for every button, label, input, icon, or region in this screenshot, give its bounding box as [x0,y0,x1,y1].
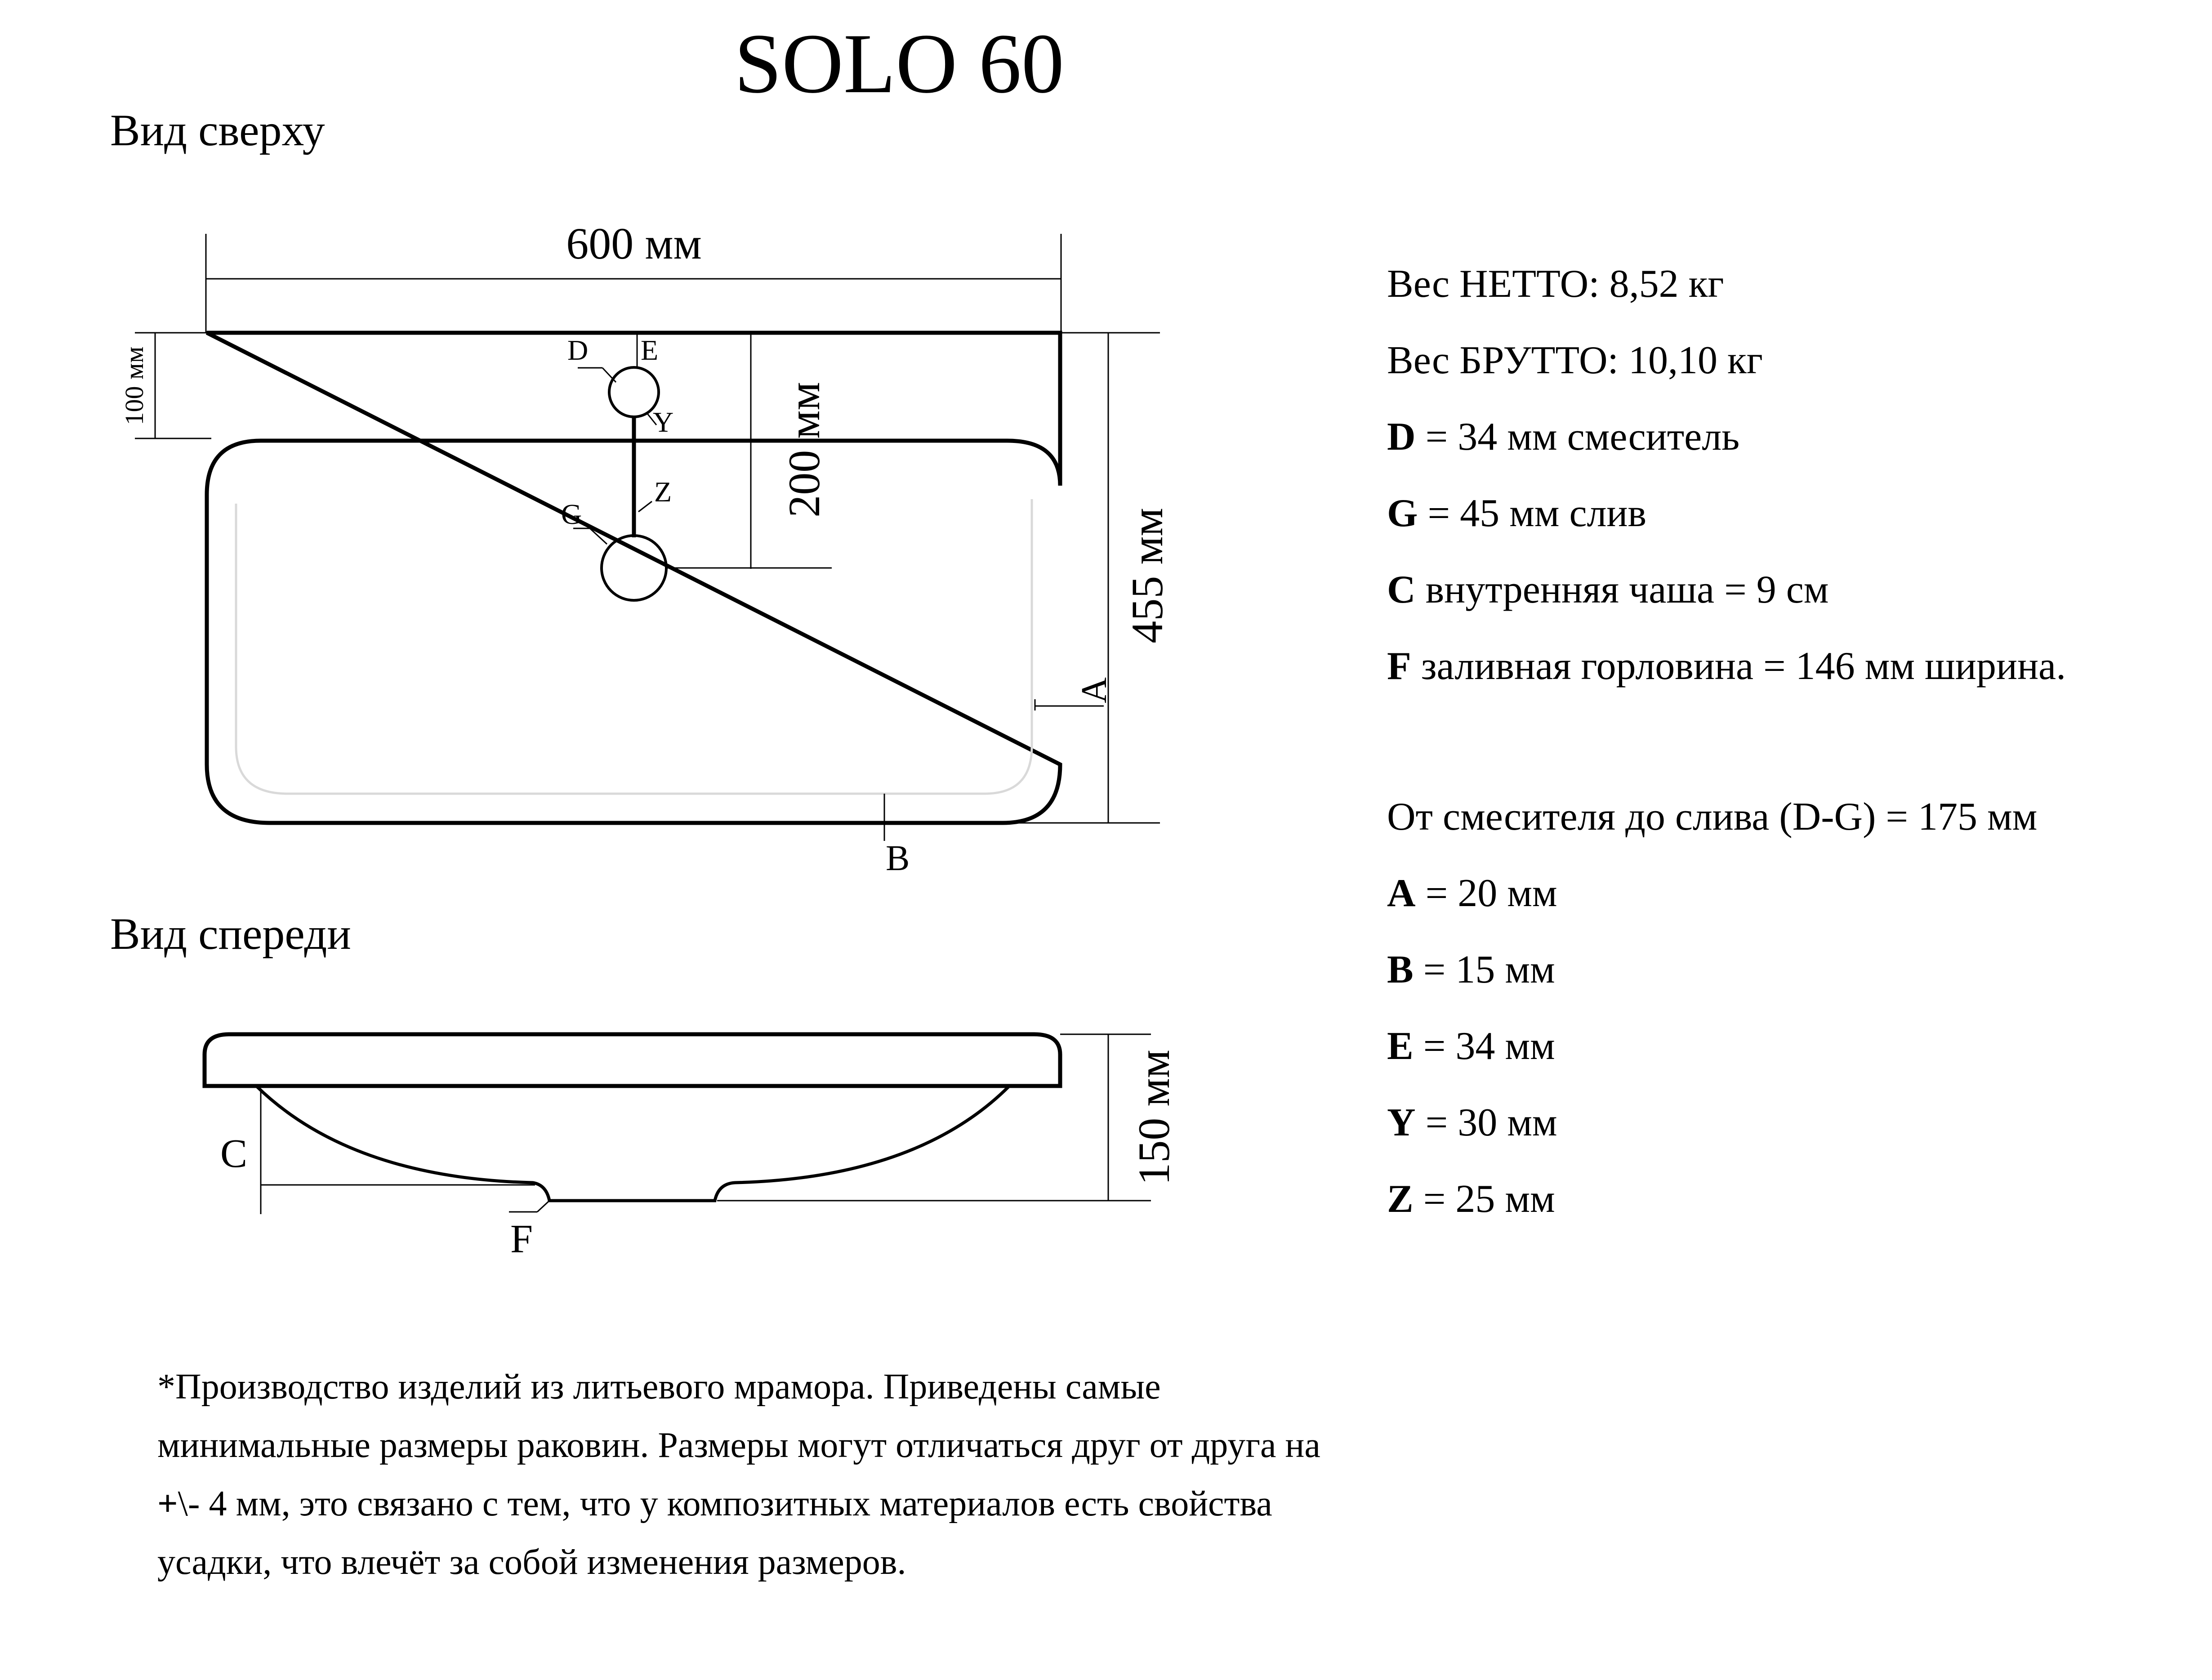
spec-g: G = 45 мм слив [1387,491,1646,535]
drain-hole [600,534,668,602]
bowl-inner-edge [235,499,1033,795]
spec-f: F заливная горловина = 146 мм ширина. [1387,644,2066,688]
front-view-drawing [202,1032,1151,1214]
mark-c: C [220,1131,247,1176]
faucet-drain-distance-label: 200 мм [779,382,829,518]
spec-e: E = 34 мм [1387,1024,1555,1068]
page-title: SOLO 60 [734,17,1064,111]
height-label: 150 мм [1129,1050,1179,1185]
note-line-4: усадки, что влечёт за собой изменения ра… [157,1542,906,1582]
mark-a: A [1075,677,1114,703]
mark-y: Y [653,406,673,438]
note-line-2: минимальные размеры раковин. Размеры мог… [157,1425,1320,1465]
rim-slab [202,1032,1062,1088]
width-label: 600 мм [566,219,702,268]
mark-f: F [510,1217,533,1261]
spec-dg: От смесителя до слива (D-G) = 175 мм [1387,795,2037,839]
top-view-drawing: 100 мм 200 мм 455 мм [120,234,1172,841]
spec-b: B = 15 мм [1387,948,1555,992]
front-view-label: Вид спереди [110,909,351,959]
spec-y: Y = 30 мм [1387,1101,1557,1144]
spec-weight-net: Вес НЕТТО: 8,52 кг [1387,262,1724,306]
mark-b: B [886,839,910,878]
bowl-profile [255,1085,1011,1202]
depth-label: 455 мм [1122,508,1172,643]
sink-outline [205,331,1062,825]
mark-e: E [641,334,658,366]
spec-d: D = 34 мм смеситель [1387,415,1739,459]
rim-depth-label: 100 мм [120,347,149,425]
spec-z: Z = 25 мм [1387,1177,1555,1221]
mark-g: G [561,498,582,530]
faucet-hole [608,366,660,418]
top-view-label: Вид сверху [110,105,325,155]
note-line-1: *Производство изделий из литьевого мрамо… [157,1367,1161,1407]
spec-a: A = 20 мм [1387,871,1557,915]
specs-list: Вес НЕТТО: 8,52 кг Вес БРУТТО: 10,10 кг … [1387,262,2066,1221]
mark-d: D [567,334,588,366]
production-note: *Производство изделий из литьевого мрамо… [157,1367,1320,1582]
spec-weight-gross: Вес БРУТТО: 10,10 кг [1387,339,1763,382]
spec-c: C внутренняя чаша = 9 см [1387,568,1828,612]
note-line-3: +\- 4 мм, это связано с тем, что у компо… [157,1484,1272,1524]
mark-z: Z [654,476,672,508]
